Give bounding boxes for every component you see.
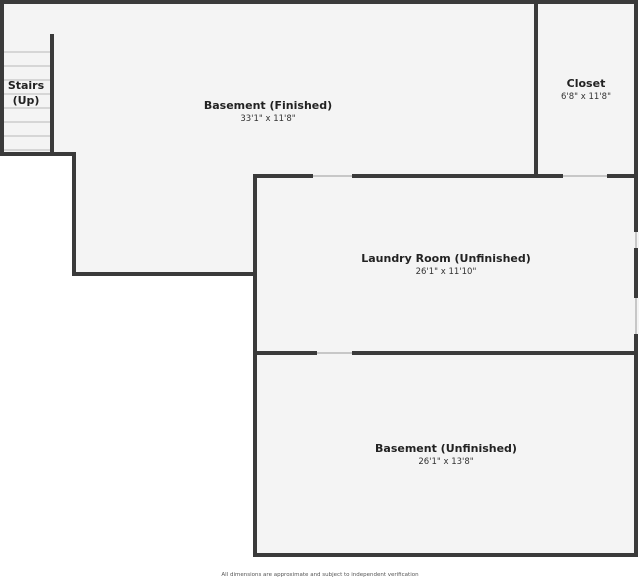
laundry-room-dimensions: 26'1" x 11'10" xyxy=(416,267,477,277)
room-labels: Stairs (Up) Basement (Finished) 33'1" x … xyxy=(8,77,611,578)
openings xyxy=(313,173,639,356)
closet-label: Closet xyxy=(567,77,606,90)
disclaimer-text: All dimensions are approximate and subje… xyxy=(221,572,419,578)
stairs-treads xyxy=(4,51,51,151)
closet-dimensions: 6'8" x 11'8" xyxy=(561,92,611,102)
basement-unfinished-label: Basement (Unfinished) xyxy=(375,442,517,455)
basement-unfinished-dimensions: 26'1" x 13'8" xyxy=(418,457,473,467)
basement-finished-dimensions: 33'1" x 11'8" xyxy=(240,114,295,124)
basement-unfinished-floor xyxy=(255,353,636,555)
outer-wall-upper xyxy=(0,0,638,178)
stairs-label-line2: (Up) xyxy=(13,94,40,107)
laundry-room-label: Laundry Room (Unfinished) xyxy=(361,252,531,265)
basement-finished-floor xyxy=(2,2,536,274)
stairs-label-line1: Stairs xyxy=(8,79,45,92)
laundry-room-floor xyxy=(255,176,636,353)
floor-fills xyxy=(2,2,636,555)
closet-floor xyxy=(536,2,636,176)
basement-finished-left-wall xyxy=(0,152,257,276)
basement-finished-label: Basement (Finished) xyxy=(204,99,332,112)
lower-block-wall xyxy=(253,174,638,557)
